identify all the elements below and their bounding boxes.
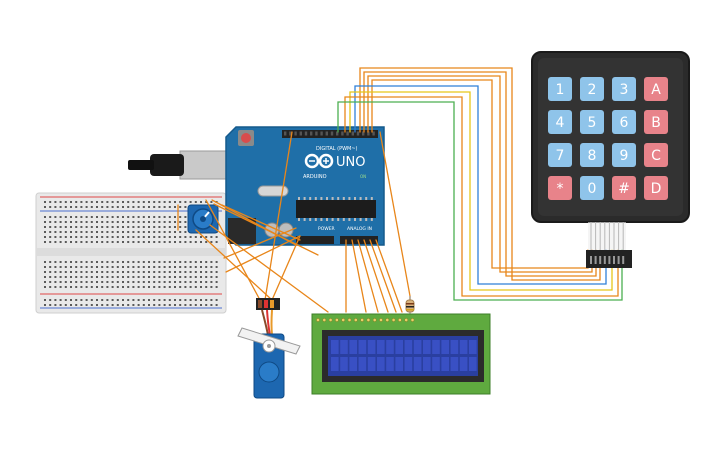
digital-header-pins[interactable] [284,131,375,136]
keypad-4x4[interactable]: 1 2 3 A 4 5 6 B 7 8 9 C * 0 # D [531,51,690,268]
wire-bb-9 [225,235,301,273]
wire-lcd-3 [357,239,379,313]
arduino-logo-icon [304,153,334,169]
keypad-key-C[interactable]: C [644,143,668,167]
wires[interactable] [177,67,623,313]
wire-bb-3 [209,224,329,313]
keypad-ribbon-cable [586,222,632,268]
keypad-key-label: * [557,181,564,197]
keypad-key-5[interactable]: 5 [580,110,604,134]
keypad-key-label: 1 [556,82,565,98]
on-led-label: ON [360,174,366,179]
keypad-key-label: 9 [620,148,629,164]
wire-lcd-4 [363,239,389,313]
wire-bb-5 [205,199,261,301]
keypad-key-4[interactable]: 4 [548,110,572,134]
wire-servo-1 [264,131,293,301]
keypad-key-B[interactable]: B [644,110,668,134]
arduino-uno-board[interactable]: UNO ARDUINO DIGITAL (PWM~) ANALOG IN POW… [128,126,385,246]
resistor[interactable] [405,296,415,316]
keypad-key-label: D [651,181,662,197]
mcu-chip-pins [298,197,373,221]
keypad-key-label: 0 [588,181,597,197]
keypad-key-label: 8 [588,148,597,164]
keypad-key-label: # [618,181,630,197]
keypad-key-label: 5 [588,115,597,131]
board-name: UNO [336,155,365,170]
digital-pwm-label: DIGITAL (PWM~) [316,146,358,152]
keypad-key-label: C [651,148,661,164]
keypad-key-A[interactable]: A [644,77,668,101]
wire-bb-4 [195,229,273,301]
keypad-key-label: 2 [588,82,597,98]
keypad-key-7[interactable]: 7 [548,143,572,167]
keypad-key-label: A [651,82,661,98]
wire-bb-7 [221,204,301,241]
wire-lcd-5 [369,239,397,313]
wire-keypad-5 [354,85,607,285]
lcd-16x2-display[interactable] [311,313,491,395]
keypad-key-label: B [651,115,661,131]
wire-bb-2 [213,203,319,256]
reset-button-icon[interactable] [241,133,251,143]
servo-motor[interactable] [237,298,301,399]
potentiometer-knob-icon [200,216,206,222]
keypad-key-star[interactable]: * [548,176,572,200]
wire-lcd-2 [351,239,367,313]
wire-servo-2 [271,235,301,301]
analog-in-label: ANALOG IN [347,226,372,232]
keypad-key-8[interactable]: 8 [580,143,604,167]
keypad-key-3[interactable]: 3 [612,77,636,101]
wire-keypad-3 [363,71,597,277]
keypad-key-1[interactable]: 1 [548,77,572,101]
power-label: POWER [318,226,335,232]
wire-keypad-8 [337,101,623,301]
keypad-key-label: 4 [556,115,565,131]
lcd-character-cells [331,340,477,371]
keypad-key-6[interactable]: 6 [612,110,636,134]
keypad-key-0[interactable]: 0 [580,176,604,200]
potentiometer[interactable] [187,204,219,234]
wire-bb-8 [223,227,297,259]
lcd-header-pins [316,318,415,322]
wire-keypad-2 [367,75,593,273]
keypad-key-hash[interactable]: # [612,176,636,200]
keypad-key-2[interactable]: 2 [580,77,604,101]
wire-keypad-6 [349,91,613,291]
wire-keypad-7 [344,96,619,297]
keypad-key-label: 6 [620,115,629,131]
keypad-key-9[interactable]: 9 [612,143,636,167]
keypad-key-D[interactable]: D [644,176,668,200]
wire-lcd-6 [375,239,403,313]
keypad-key-label: 7 [556,148,565,164]
board-brand: ARDUINO [303,174,327,180]
keypad-key-label: 3 [620,82,629,98]
servo-horn-icon [237,327,301,355]
wire-keypad-4 [359,67,601,281]
